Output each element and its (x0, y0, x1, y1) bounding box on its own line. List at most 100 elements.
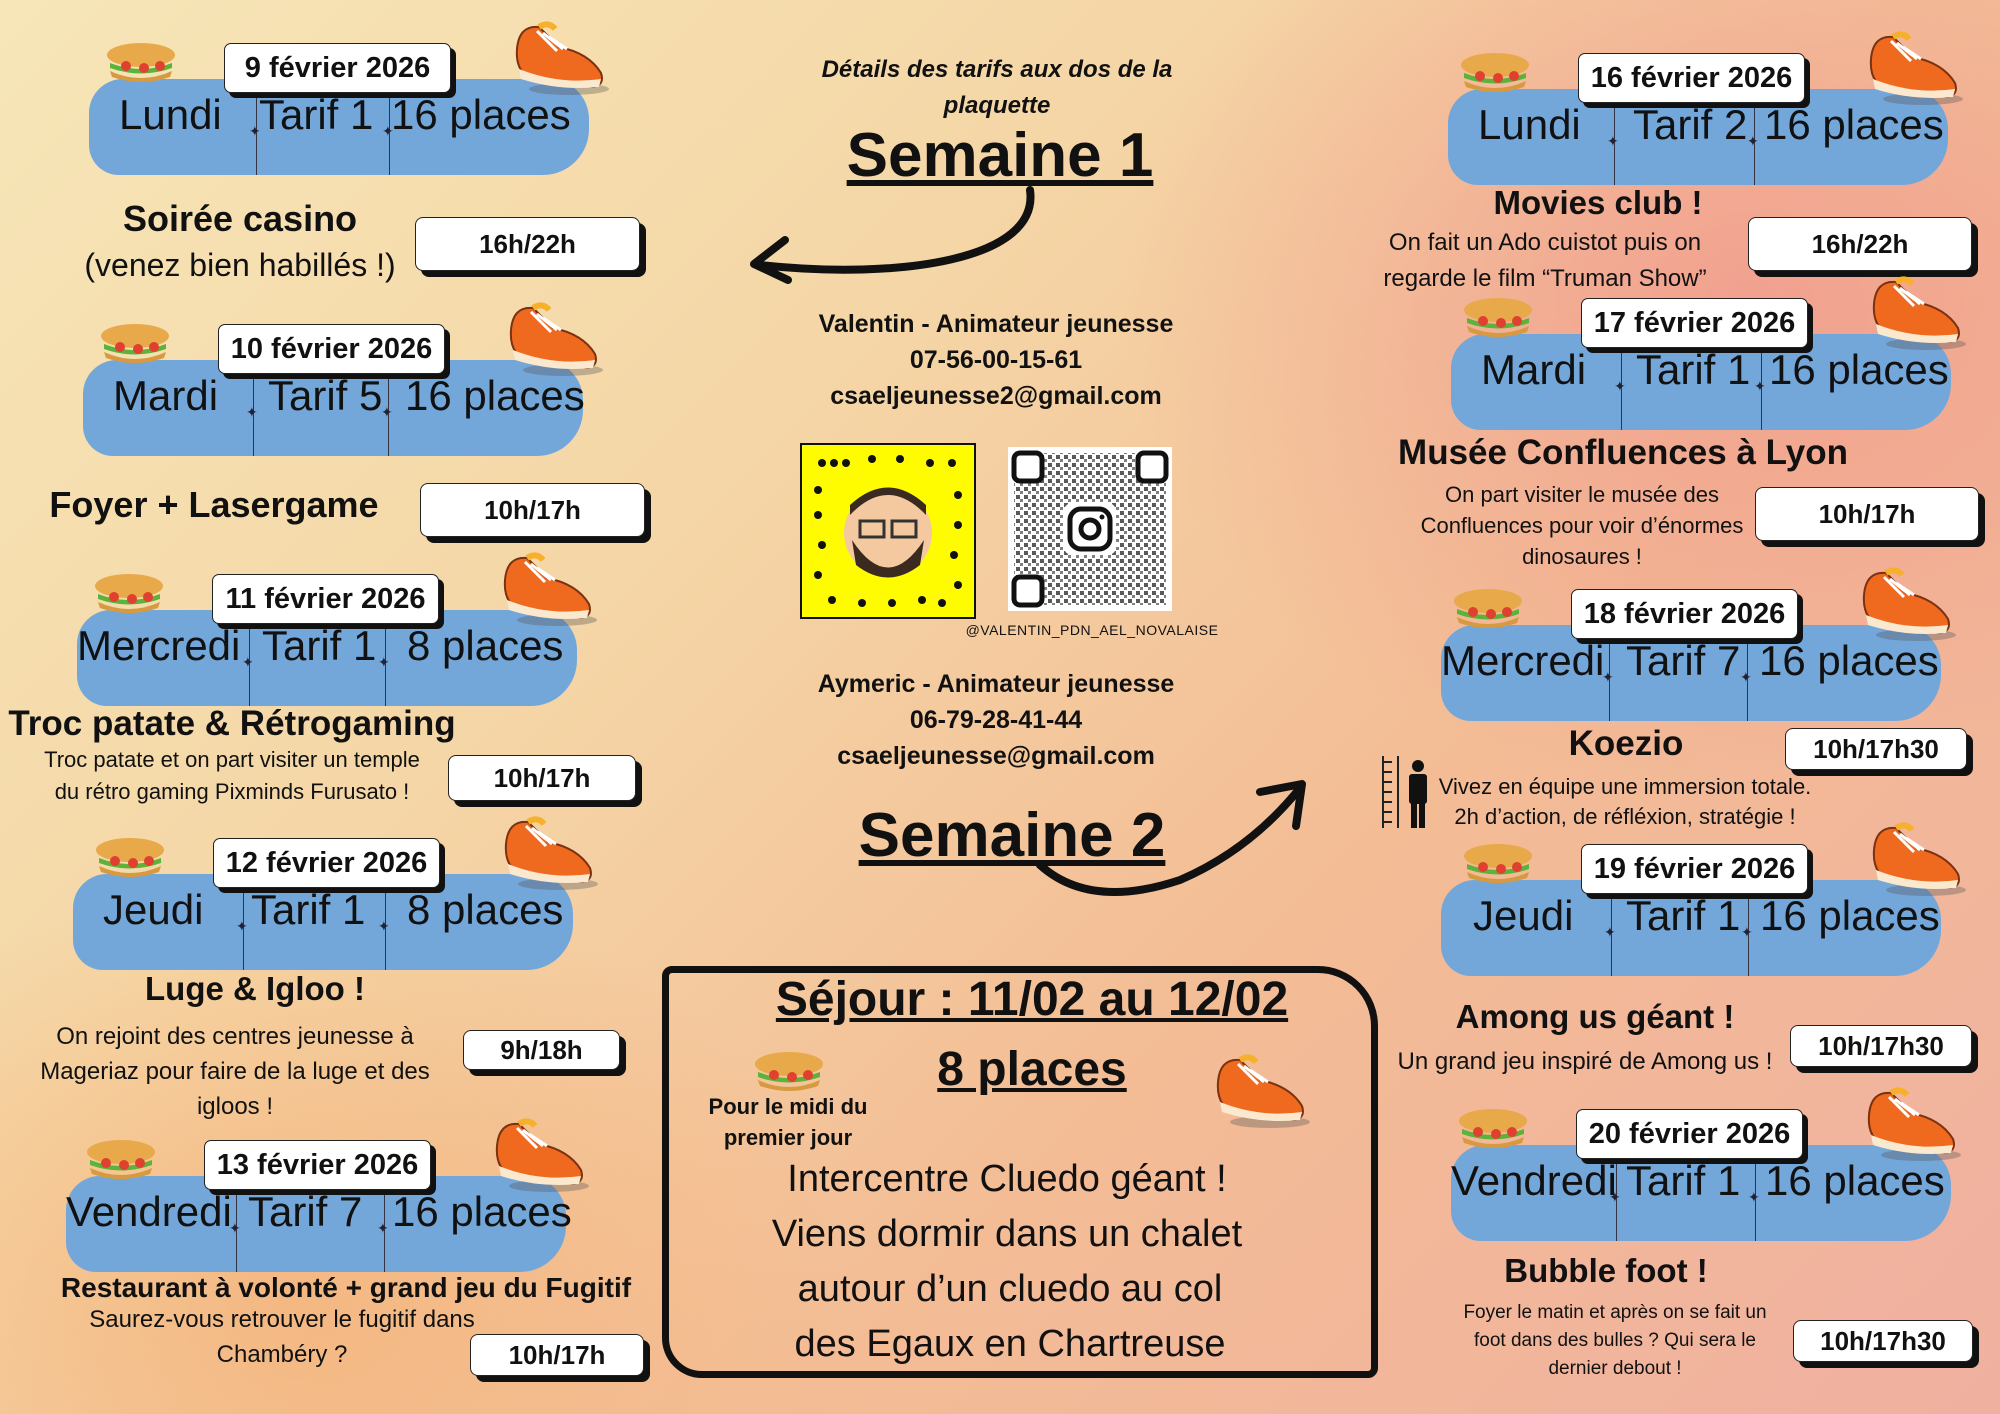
instagram-qr-code[interactable] (1008, 447, 1172, 611)
day-day: Mardi (113, 372, 219, 419)
sandwich-icon (93, 836, 167, 880)
activity-title: Bubble foot ! (1504, 1252, 1708, 1289)
sandwich-icon (92, 572, 166, 616)
activity-title: Soirée casino (122, 198, 358, 239)
activity-description: Troc patate et on part visiter un temple (44, 747, 420, 772)
divider (246, 368, 258, 456)
contact-email: csaeljeunesse@gmail.com (837, 742, 1155, 770)
divider (229, 1184, 241, 1272)
day-pill (1441, 880, 1941, 976)
arrow-week1-icon (750, 186, 1035, 284)
snapchat-qr-code[interactable] (800, 443, 976, 619)
day-places: 16 places (405, 372, 585, 419)
date-badge: 10 février 2026 (218, 324, 445, 374)
day-tarif: Tarif 1 (251, 886, 366, 933)
date-badge: 18 février 2026 (1571, 589, 1798, 639)
day-tarif: Tarif 7 (248, 1188, 363, 1235)
week1-title: Semaine 1 (846, 121, 1154, 190)
activity-description: On part visiter le musée des (1445, 482, 1719, 507)
day-places: 16 places (1765, 1157, 1945, 1204)
day-tarif: Tarif 1 (259, 91, 374, 138)
sneakers-icon (1866, 274, 1966, 352)
tarif-note: Détails des tarifs aux dos de la (821, 56, 1173, 83)
time-badge: 16h/22h (415, 217, 640, 271)
divider (1740, 633, 1752, 721)
sejour-line: autour d’un cluedo au col (797, 1268, 1223, 1310)
day-tarif: Tarif 1 (1626, 892, 1741, 939)
lunch-note: Pour le midi du (708, 1094, 868, 1119)
activity-description: Vivez en équipe une immersion totale. (1438, 774, 1812, 799)
day-pill (66, 1176, 566, 1272)
day-pill (1448, 89, 1948, 185)
sneakers-icon (1856, 565, 1956, 643)
activity-description: dinosaures ! (1522, 544, 1642, 569)
day-places: 16 places (392, 1188, 572, 1235)
activity-description: On rejoint des centres jeunesse à (56, 1023, 414, 1050)
sejour-line: des Egaux en Chartreuse (794, 1323, 1226, 1365)
divider (1602, 633, 1614, 721)
divider (236, 882, 248, 970)
activity-title: Among us géant ! (1455, 998, 1735, 1035)
day-tarif: Tarif 7 (1626, 637, 1741, 684)
day-tarif: Tarif 1 (262, 622, 377, 669)
activity-description: Chambéry ? (216, 1341, 348, 1368)
activity-description: Mageriaz pour faire de la luge et des (40, 1058, 430, 1085)
divider (1748, 1153, 1760, 1241)
sneakers-icon (1861, 1085, 1961, 1163)
day-tarif: Tarif 2 (1633, 101, 1748, 148)
day-pill (1451, 1145, 1951, 1241)
day-day: Jeudi (1473, 892, 1574, 939)
contact-name: Valentin - Animateur jeunesse (818, 310, 1174, 338)
day-pill (1451, 334, 1951, 430)
contact-email: csaeljeunesse2@gmail.com (830, 382, 1162, 410)
divider (1607, 97, 1619, 185)
sandwich-icon (1461, 296, 1535, 340)
day-places: 16 places (1759, 637, 1939, 684)
date-badge: 13 février 2026 (204, 1140, 431, 1190)
sejour-places: 8 places (937, 1043, 1127, 1096)
time-badge: 10h/17h30 (1793, 1320, 1973, 1362)
time-badge: 10h/17h (420, 483, 645, 537)
sandwich-icon (752, 1050, 826, 1094)
arrow-week2-icon (1036, 780, 1306, 896)
time-badge: 10h/17h (1755, 487, 1979, 541)
activity-description: Confluences pour voir d’énormes (1420, 513, 1744, 538)
day-day: Mercredi (77, 622, 241, 669)
divider (1747, 97, 1759, 185)
activity-description: foot dans des bulles ? Qui sera le (1473, 1330, 1757, 1351)
day-places: 16 places (1760, 892, 1940, 939)
time-badge: 9h/18h (463, 1030, 620, 1070)
day-day: Mardi (1481, 346, 1587, 393)
day-places: 16 places (1769, 346, 1949, 393)
day-places: 8 places (407, 886, 564, 933)
sneakers-icon (503, 300, 603, 378)
day-day: Vendredi (1451, 1157, 1617, 1204)
date-badge: 19 février 2026 (1581, 844, 1808, 894)
sneakers-icon (1866, 820, 1966, 898)
sandwich-icon (1451, 587, 1525, 631)
lunch-note-2: premier jour (723, 1125, 853, 1150)
time-badge: 10h/17h (470, 1334, 644, 1376)
divider (1754, 342, 1766, 430)
sandwich-icon (1456, 1107, 1530, 1151)
day-tarif: Tarif 1 (1626, 1157, 1741, 1204)
day-tarif: Tarif 1 (1636, 346, 1751, 393)
instagram-handle: @VALENTIN_PDN_AEL_NOVALAISE (965, 622, 1219, 638)
instagram-qr-icon (1011, 450, 1169, 608)
day-pill (89, 79, 589, 175)
activity-description: dernier debout ! (1548, 1358, 1682, 1379)
sejour-title: Séjour : 11/02 au 12/02 (775, 973, 1289, 1026)
divider (377, 1184, 389, 1272)
divider (378, 882, 390, 970)
divider (1741, 888, 1753, 976)
sneakers-icon (489, 1116, 589, 1194)
activity-description: igloos ! (196, 1093, 274, 1120)
sejour-panel (662, 966, 1378, 1378)
activity-title: Koezio (1568, 724, 1684, 763)
activity-description: regarde le film “Truman Show” (1383, 265, 1707, 292)
activity-title: Troc patate & Rétrogaming (8, 704, 456, 743)
